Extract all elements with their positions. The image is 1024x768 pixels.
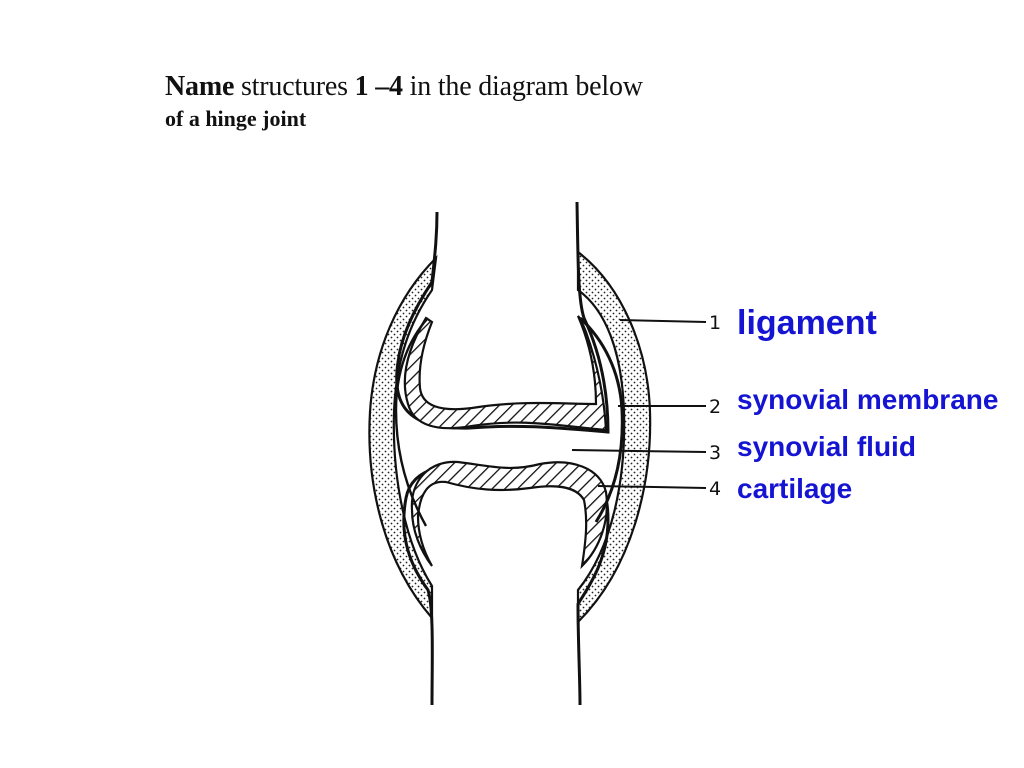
question-end-text: in the diagram below	[402, 71, 643, 102]
label-number-3: 3	[709, 442, 721, 464]
leader-line-1	[619, 319, 707, 323]
question-name-word: Name	[165, 71, 235, 102]
question-heading: Name structures 1 –4 in the diagram belo…	[165, 68, 643, 132]
answer-label-1: ligament	[737, 304, 877, 342]
question-subtitle: of a hinge joint	[165, 106, 307, 131]
leader-line-4	[597, 485, 707, 489]
question-range: 1 –4	[354, 71, 403, 102]
label-number-2: 2	[709, 396, 721, 418]
lower-cartilage	[410, 460, 608, 570]
label-number-1: 1	[709, 312, 721, 334]
label-number-4: 4	[709, 478, 721, 500]
answer-label-2: synovial membrane	[737, 384, 999, 415]
ligament-left	[368, 254, 438, 621]
lower-bone	[402, 463, 610, 706]
synovial-membrane-left	[394, 317, 429, 527]
upper-cartilage	[403, 315, 608, 432]
answer-label-3: synovial fluid	[737, 431, 916, 462]
answer-label-4: cartilage	[737, 473, 853, 504]
question-mid-text: structures	[234, 71, 355, 102]
synovial-membrane-right	[578, 316, 624, 523]
upper-bone	[395, 201, 610, 434]
ligament-right	[576, 249, 652, 625]
leader-line-3	[571, 449, 707, 453]
question-line-1: Name structures 1 –4 in the diagram belo…	[165, 68, 643, 106]
